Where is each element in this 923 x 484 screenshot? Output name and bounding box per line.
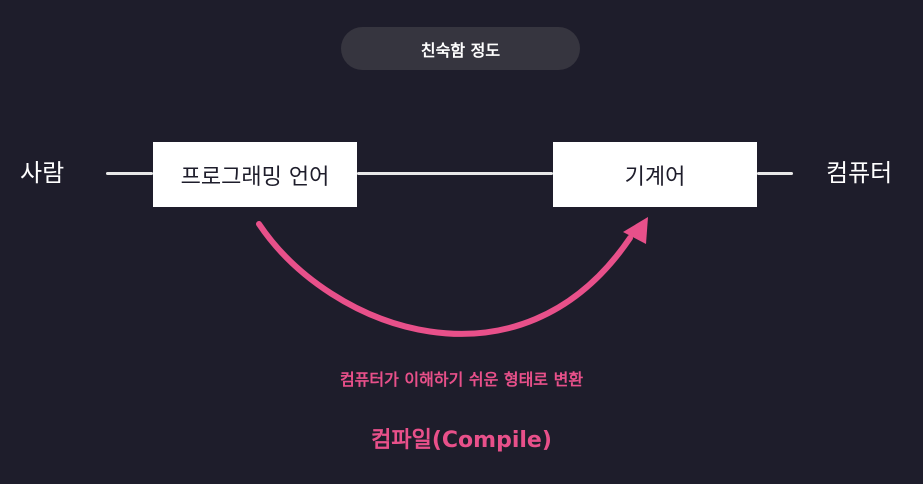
compile-description: 컴퓨터가 이해하기 쉬운 형태로 변환 <box>339 370 584 389</box>
connector-line-middle <box>357 172 553 175</box>
human-label: 사람 <box>20 159 65 187</box>
familiarity-pill: 친숙함 정도 <box>341 27 580 70</box>
programming-language-box: 프로그래밍 언어 <box>153 142 357 207</box>
machine-language-label: 기계어 <box>624 164 686 190</box>
connector-line-right <box>757 172 793 175</box>
machine-language-box: 기계어 <box>553 142 757 207</box>
connector-line-left <box>106 172 153 175</box>
computer-label: 컴퓨터 <box>826 159 893 187</box>
compile-arrowhead-icon <box>623 217 648 244</box>
familiarity-pill-label: 친숙함 정도 <box>420 40 501 60</box>
compile-arrow-curve <box>256 221 633 337</box>
programming-language-label: 프로그래밍 언어 <box>180 164 330 190</box>
compile-title: 컴파일(Compile) <box>371 428 552 453</box>
